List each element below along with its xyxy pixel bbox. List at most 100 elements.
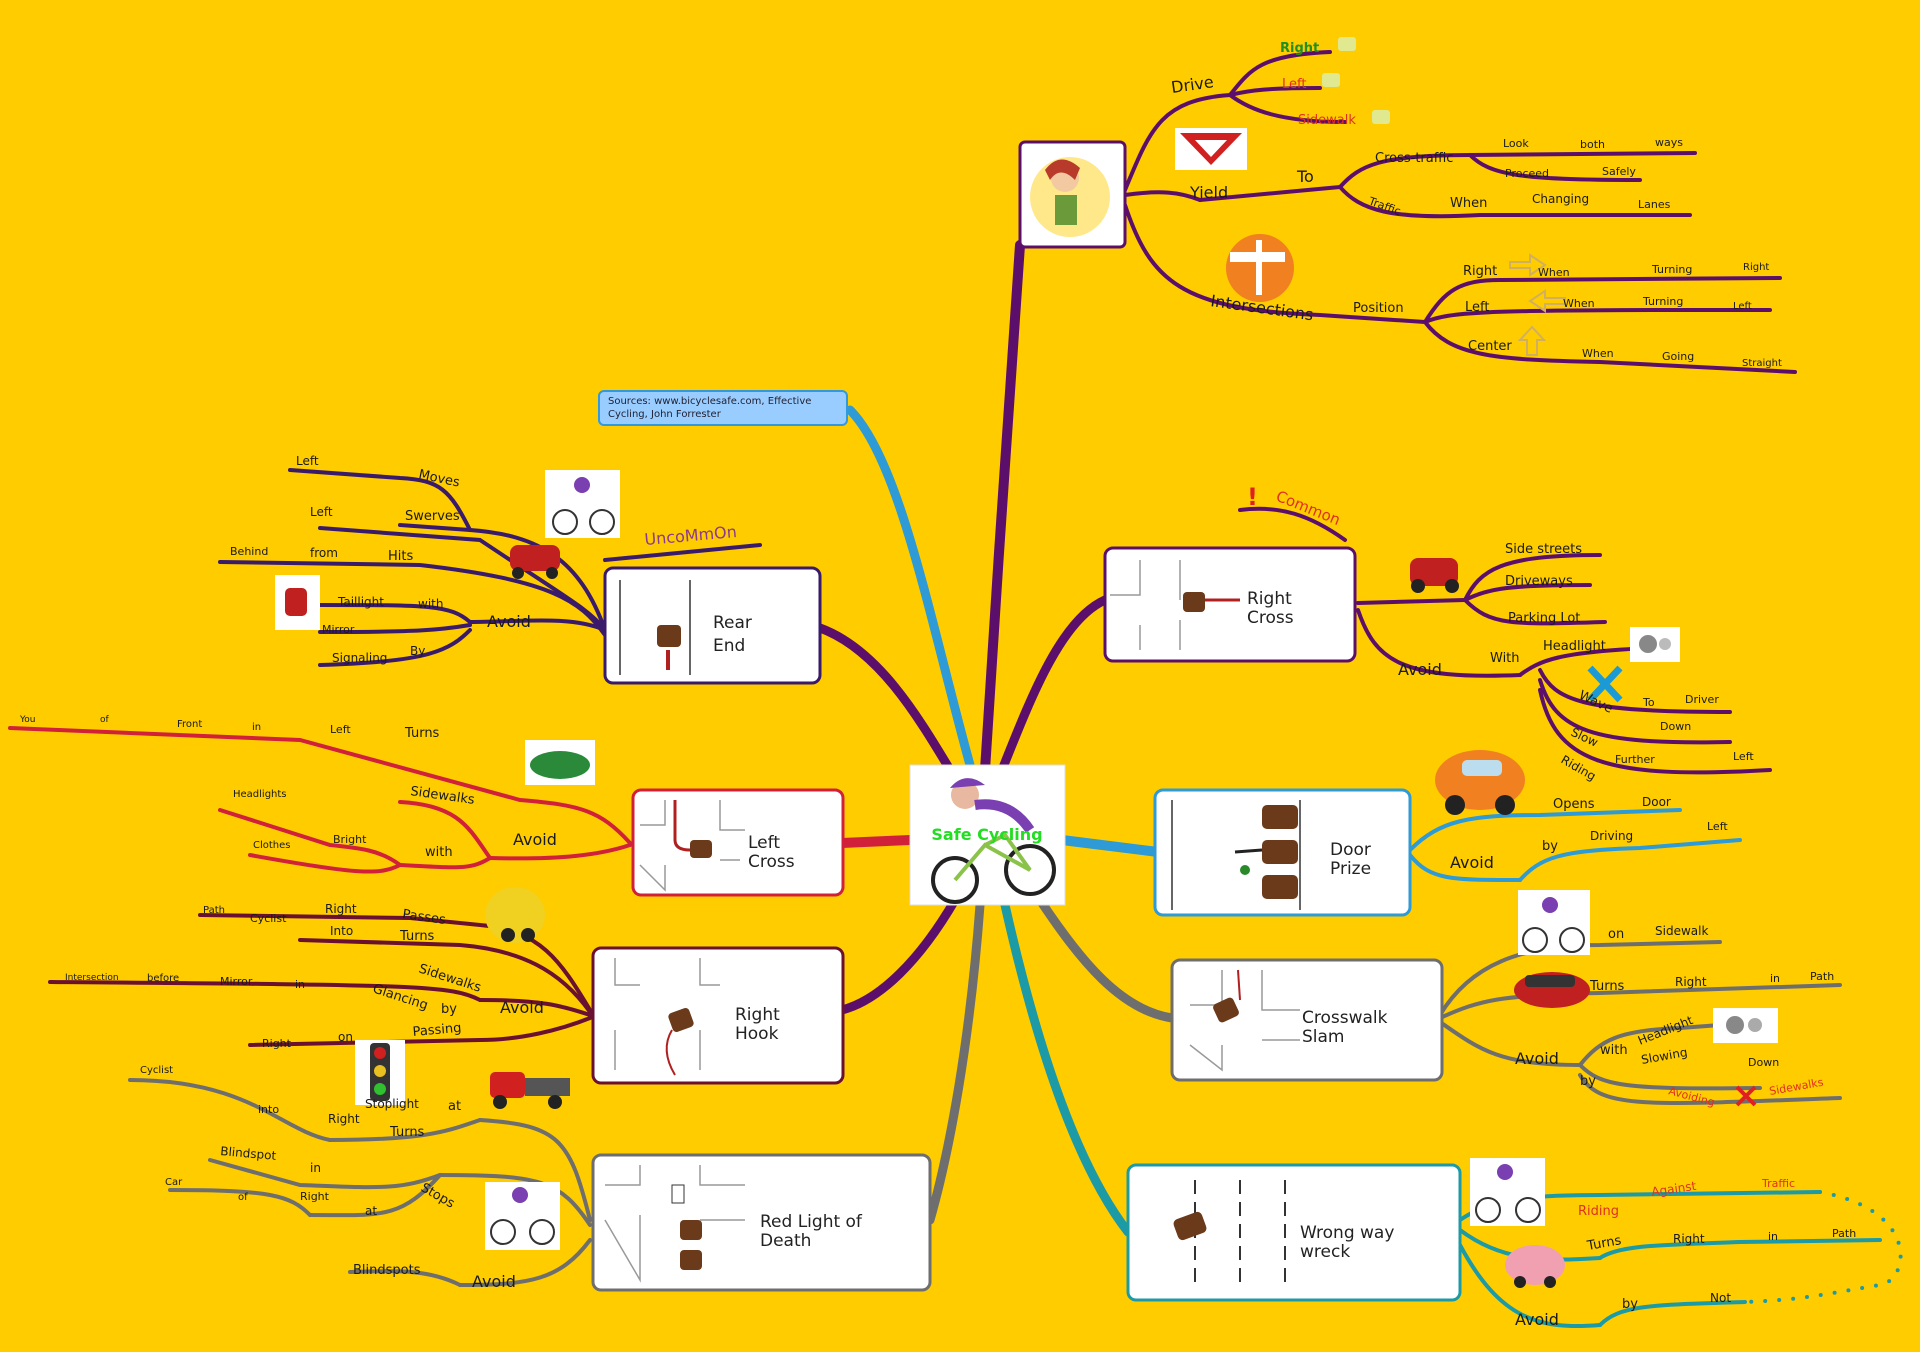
label-drive: Drive <box>1170 72 1215 97</box>
traffic-light-icon <box>355 1040 405 1105</box>
label-blindspot: Blindspot <box>220 1144 277 1163</box>
label-center-when: When <box>1582 347 1614 360</box>
label-car: Car <box>165 1177 183 1188</box>
label-front: Front <box>177 719 202 730</box>
truck-icon <box>490 1072 570 1109</box>
label-ww-riding: Riding <box>1578 1204 1619 1219</box>
label-uncommon: UncoMmOn <box>644 522 738 549</box>
wave-x-icon <box>1587 665 1623 703</box>
label-behind: Behind <box>230 545 268 558</box>
label-not: Not <box>1710 1291 1731 1305</box>
label-ww-in: in <box>1768 1230 1778 1243</box>
label-wave-to: To <box>1642 696 1655 709</box>
label-position: Position <box>1353 301 1404 316</box>
label-from: from <box>310 546 338 560</box>
branch-rear-end <box>815 623 960 783</box>
label-pos-center: Center <box>1468 339 1512 354</box>
label-lc-avoid: Avoid <box>513 830 557 849</box>
label-hits: Hits <box>388 549 413 564</box>
label-straight: Straight <box>1742 358 1782 369</box>
label-blindspots: Blindspots <box>353 1263 421 1278</box>
label-stoplight: Stoplight <box>365 1097 419 1111</box>
label-rh-by: by <box>441 1002 457 1017</box>
red-x-icon <box>1735 1085 1757 1107</box>
label-right-dir: Right <box>1743 262 1769 273</box>
arrow-left-icon <box>1528 289 1566 313</box>
label-ww-right: Right <box>1673 1232 1705 1246</box>
label-rl-right2: Right <box>300 1190 330 1203</box>
arrow-up-icon <box>1517 325 1547 356</box>
label-pos-left: Left <box>1465 300 1489 315</box>
label-ww-avoid: Avoid <box>1515 1310 1559 1329</box>
taillight-icon <box>275 575 320 630</box>
label-cs-down: Down <box>1748 1056 1779 1069</box>
central-node[interactable]: Safe Cycling <box>909 764 1066 906</box>
cyclist-icon-2 <box>1518 890 1590 955</box>
headlight-icon <box>1630 627 1680 662</box>
label-cs-with: with <box>1600 1043 1628 1058</box>
label-cs-headlight: Headlight <box>1636 1013 1695 1048</box>
label-cs-turns: Turns <box>1589 979 1625 994</box>
label-you: You <box>19 715 36 725</box>
label-driveways: Driveways <box>1505 574 1573 589</box>
branch-wrong-way <box>1000 900 1133 1237</box>
label-lc-left: Left <box>330 723 351 736</box>
label-rc-with: With <box>1490 651 1520 666</box>
label-lanes: Lanes <box>1638 198 1671 211</box>
label-intersection: Intersection <box>65 973 119 983</box>
label-rl-in: in <box>310 1161 321 1175</box>
label-further: Further <box>1615 753 1655 766</box>
label-re-with: with <box>418 597 443 611</box>
branch-sources <box>845 405 975 770</box>
label-swerves: Swerves <box>405 509 460 524</box>
cyclist-icon-4 <box>545 470 620 538</box>
red-car-icon <box>1514 972 1590 1008</box>
label-cs-on: on <box>1608 927 1624 942</box>
branch-rules <box>980 240 1025 775</box>
label-rh-cyclist: Cyclist <box>250 912 287 925</box>
label-re-by: By <box>410 644 425 658</box>
label-passes: Passes <box>401 907 446 928</box>
cyclist-icon-5 <box>485 1182 560 1250</box>
label-drive-left: Left <box>1282 77 1306 92</box>
label-lc-of: of <box>100 715 110 725</box>
label-drive-right: Right <box>1280 41 1319 56</box>
svg-text:!: ! <box>1247 483 1258 511</box>
label-headlights: Headlights <box>233 789 287 800</box>
label-drive-sidewalk: Sidewalk <box>1298 113 1356 128</box>
label-dp-by: by <box>1542 839 1558 854</box>
label-yield: Yield <box>1189 183 1228 202</box>
sources-note: Sources: www.bicyclesafe.com, Effective … <box>598 390 848 426</box>
label-bright: Bright <box>333 833 367 846</box>
label-going: Going <box>1662 350 1694 363</box>
label-rh-right: Right <box>325 902 357 916</box>
label-traffic: Traffic <box>1366 194 1402 218</box>
label-rh-mirror: Mirror <box>220 975 253 988</box>
pink-car-icon <box>1505 1245 1565 1288</box>
label-dp-avoid: Avoid <box>1450 853 1494 872</box>
label-rh-path: Path <box>203 905 225 916</box>
label-before: before <box>147 973 179 984</box>
label-slowing: Slowing <box>1640 1045 1688 1067</box>
label-ways: ways <box>1655 136 1683 149</box>
central-title: Safe Cycling <box>931 825 1042 844</box>
orange-car-icon <box>1435 750 1525 815</box>
label-passing: Passing <box>412 1021 462 1040</box>
topic-rules[interactable] <box>1018 140 1127 249</box>
label-both: both <box>1580 138 1605 151</box>
label-ww-path: Path <box>1832 1227 1856 1240</box>
